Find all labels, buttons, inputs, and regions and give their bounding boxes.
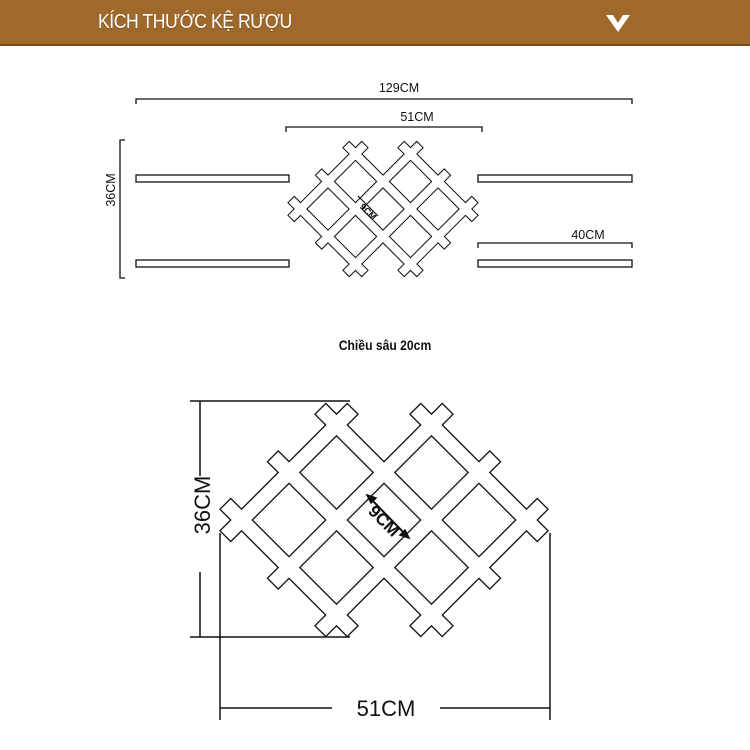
- shelf-width-bracket: [477, 242, 633, 248]
- cell-size-label: 9CM: [364, 502, 403, 541]
- lattice-bar: [316, 169, 423, 276]
- shelf-right-top: [477, 174, 633, 183]
- section-header: KÍCH THƯỚC KỆ RƯỢU: [0, 0, 750, 46]
- lattice-rack-small: [287, 140, 479, 278]
- lattice-bar: [315, 404, 500, 589]
- lattice-rack-large: [219, 402, 549, 638]
- lattice-bar: [268, 404, 453, 589]
- shelf-width-label: 40CM: [571, 228, 604, 242]
- section-title: KÍCH THƯỚC KỆ RƯỢU: [98, 11, 292, 33]
- height-dimension-bottom: [190, 572, 350, 638]
- lattice-bar: [220, 499, 358, 636]
- lattice-bar: [268, 451, 453, 636]
- height-dimension-top: [190, 400, 350, 476]
- shelf-right-bottom: [477, 259, 633, 268]
- lattice-bar: [343, 169, 450, 276]
- height-label: 36CM: [190, 476, 215, 535]
- cell-size-arrow: [368, 496, 408, 537]
- lattice-bar: [398, 142, 478, 221]
- total-width-bracket: [135, 98, 633, 104]
- shelf-left-top: [135, 174, 290, 183]
- width-dimension: [219, 533, 551, 720]
- lattice-bar: [288, 197, 368, 276]
- cell-size-arrow: [357, 195, 379, 217]
- width-label: 51CM: [357, 696, 416, 721]
- lattice-bar: [410, 404, 548, 541]
- shelf-left-bottom: [135, 259, 290, 268]
- chevron-down-icon[interactable]: [604, 12, 632, 34]
- top-diagram: 129CM 51CM 36CM 40CM 9CM: [104, 81, 633, 279]
- bottom-diagram: 36CM 51CM 9CM: [190, 400, 551, 721]
- arrow-head-start: [365, 493, 378, 505]
- lattice-bar: [343, 142, 450, 249]
- wine-rack-dimension-drawing: 129CM 51CM 36CM 40CM 9CM 36CM 51CM 9CM: [104, 81, 633, 721]
- rack-width-label: 51CM: [400, 110, 433, 124]
- height-bracket: [119, 139, 125, 279]
- rack-width-bracket: [285, 126, 483, 132]
- height-label: 36CM: [104, 173, 118, 206]
- depth-label: Chiều sâu 20cm: [338, 338, 432, 353]
- lattice-bar: [316, 142, 423, 249]
- arrow-head-end: [398, 528, 411, 540]
- lattice-bar: [315, 451, 500, 636]
- total-width-label: 129CM: [379, 81, 419, 95]
